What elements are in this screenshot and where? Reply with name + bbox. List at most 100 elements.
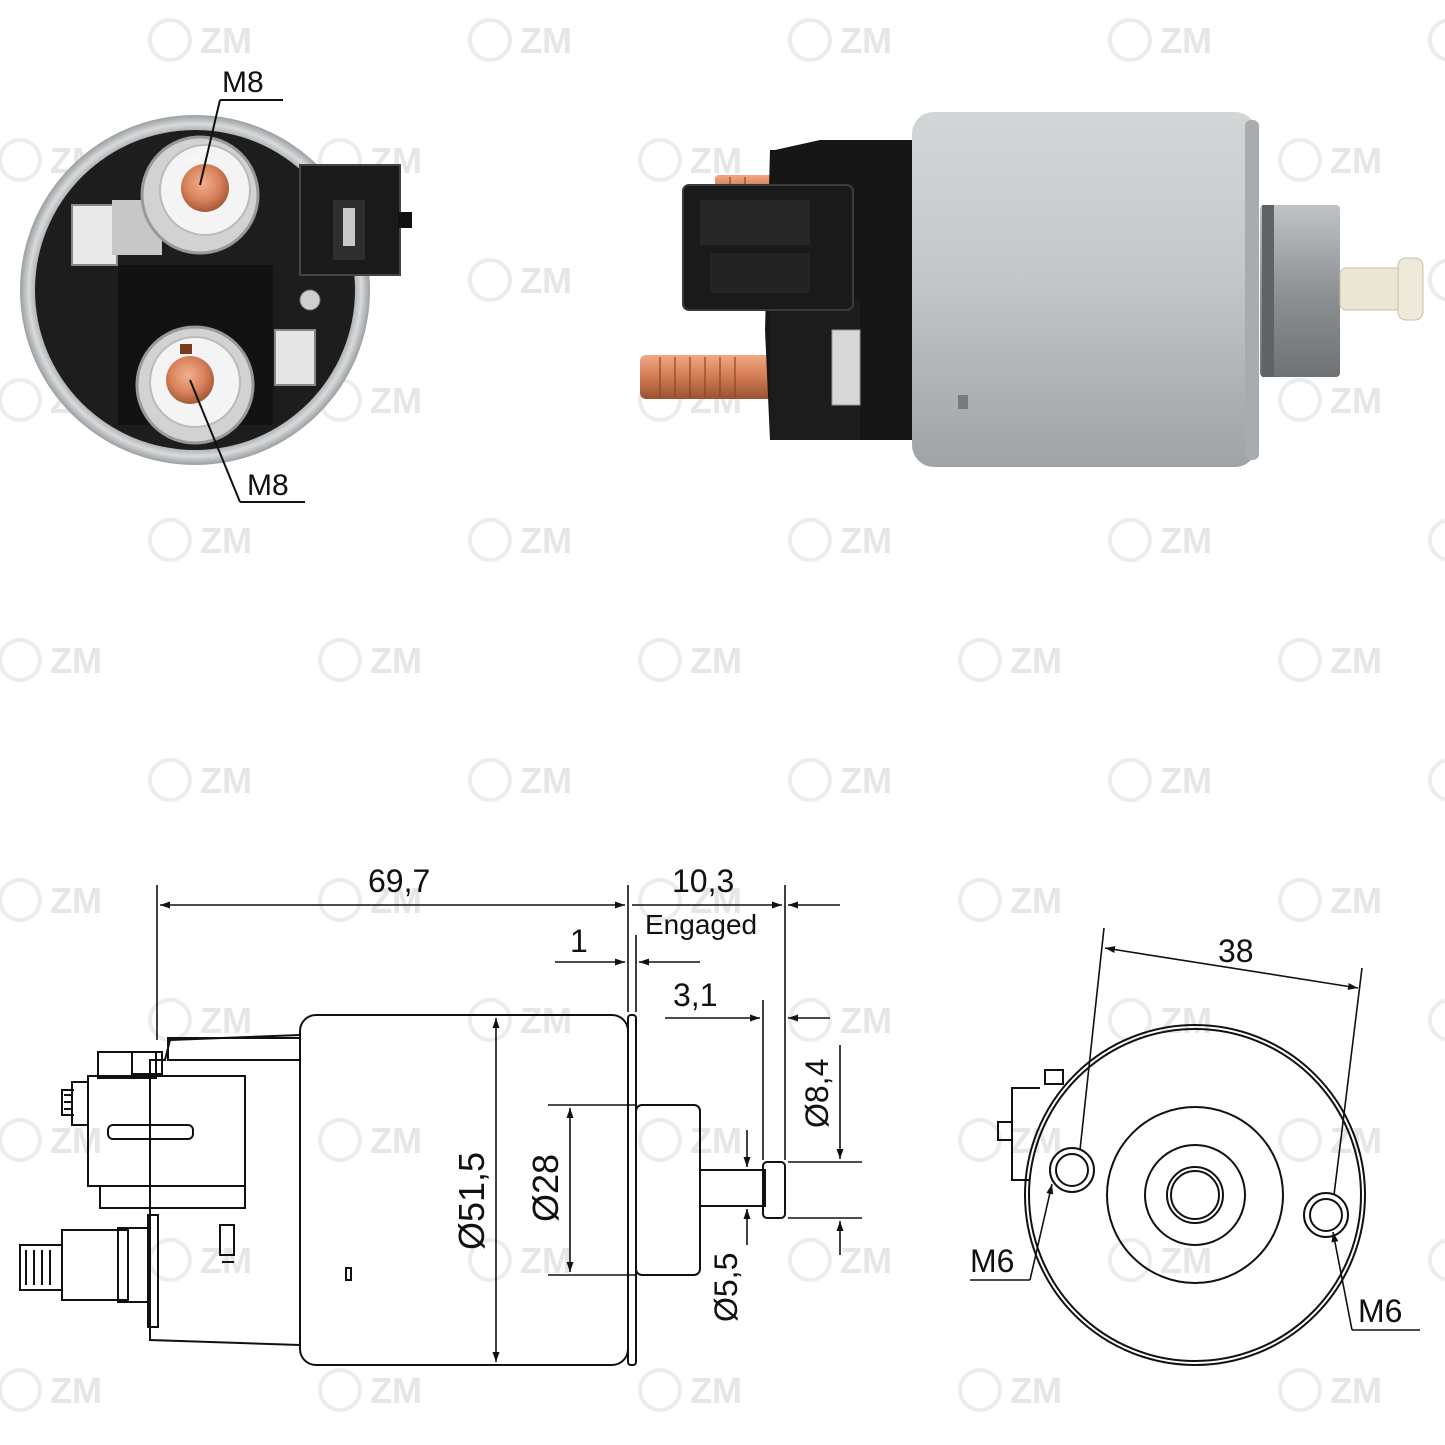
watermark-mark: ZM [1278, 1368, 1382, 1412]
watermark-mark: ZM [318, 1368, 422, 1412]
watermark-text: ZM [50, 1120, 102, 1161]
watermark-text: ZM [1330, 1370, 1382, 1411]
watermark-mark: ZM [1428, 258, 1445, 302]
watermark-mark: ZM [1108, 998, 1212, 1042]
watermark-text: ZM [200, 1240, 252, 1281]
steel-can-icon [912, 112, 1257, 467]
watermark-mark: ZM [1428, 1238, 1445, 1282]
watermark-text: ZM [1160, 520, 1212, 561]
watermark-mark: ZM [318, 1118, 422, 1162]
watermark-mark: ZM [1278, 138, 1382, 182]
watermark-mark: ZM [1428, 758, 1445, 802]
watermark-mark: ZM [148, 1238, 252, 1282]
watermark-mark: ZM [638, 1368, 742, 1412]
watermark-text: ZM [690, 1120, 742, 1161]
watermark-text: ZM [1010, 1370, 1062, 1411]
dim-body-diameter: Ø51,5 [451, 1152, 492, 1250]
watermark-text: ZM [200, 760, 252, 801]
watermark-mark: ZM [1108, 518, 1212, 562]
watermark-mark: ZM [0, 638, 102, 682]
dim-hole-spacing: 38 [1218, 933, 1254, 969]
watermark-mark: ZM [638, 878, 742, 922]
watermark-mark: ZM [788, 518, 892, 562]
end-outline [1024, 1024, 1366, 1366]
watermark-mark: ZM [788, 998, 892, 1042]
watermark-text: ZM [1010, 880, 1062, 921]
watermark-mark: ZM [958, 1368, 1062, 1412]
watermark-mark: ZM [1278, 878, 1382, 922]
callout-top-label: M8 [222, 66, 264, 99]
watermark-mark: ZM [0, 1118, 102, 1162]
watermark-text: ZM [690, 640, 742, 681]
watermark-text: ZM [1010, 1120, 1062, 1161]
watermark-mark: ZM [468, 18, 572, 62]
watermark-mark: ZM [958, 638, 1062, 682]
dimension-labels-side: 69,7 10,3 Engaged 1 3,1 Ø51,5 Ø28 Ø8,4 Ø… [368, 863, 835, 1322]
watermark-mark: ZM [0, 1368, 102, 1412]
watermark-text: ZM [370, 380, 422, 421]
watermark-mark: ZM [958, 878, 1062, 922]
watermark-text: ZM [840, 520, 892, 561]
watermark-text: ZM [370, 880, 422, 921]
photo-end-view: M8 M8 [20, 66, 412, 503]
watermark-text: ZM [370, 1370, 422, 1411]
dim-travel-note: Engaged [645, 909, 757, 940]
watermark-mark: ZM [148, 518, 252, 562]
dim-hole-right: M6 [1358, 1293, 1402, 1329]
watermark-mark: ZM [1428, 998, 1445, 1042]
watermark-text: ZM [50, 1370, 102, 1411]
watermark-text: ZM [1160, 1000, 1212, 1041]
dim-boss-diameter: Ø28 [525, 1154, 566, 1222]
plunger-icon [1339, 267, 1403, 311]
callout-bottom-label: M8 [247, 469, 289, 502]
watermark-text: ZM [520, 20, 572, 61]
dim-plunger-shaft-diameter: Ø5,5 [708, 1253, 744, 1322]
photo-side-view [640, 112, 1424, 467]
watermark-mark: ZM [318, 638, 422, 682]
dim-flange-gap: 1 [570, 923, 588, 959]
watermark-mark: ZM [468, 758, 572, 802]
watermark-text: ZM [690, 880, 742, 921]
watermark-mark: ZM [638, 138, 742, 182]
watermark-mark: ZM [468, 518, 572, 562]
watermark-text: ZM [200, 520, 252, 561]
watermark-mark: ZM [638, 638, 742, 682]
watermark-mark: ZM [318, 378, 422, 422]
watermark-text: ZM [200, 1000, 252, 1041]
watermark-text: ZM [370, 640, 422, 681]
watermark-text: ZM [1010, 640, 1062, 681]
watermark-text: ZM [840, 1240, 892, 1281]
watermark-text: ZM [520, 1000, 572, 1041]
watermark-text: ZM [1330, 880, 1382, 921]
watermark-text: ZM [690, 140, 742, 181]
watermark-mark: ZM [1108, 758, 1212, 802]
drawing-side-view [19, 1014, 786, 1366]
watermark-text: ZM [520, 760, 572, 801]
watermark-text: ZM [50, 640, 102, 681]
dim-travel: 10,3 [672, 863, 734, 899]
watermark-text: ZM [520, 520, 572, 561]
watermark-text: ZM [50, 880, 102, 921]
watermark-text: ZM [1330, 380, 1382, 421]
watermark-mark: ZM [318, 878, 422, 922]
hole-left-icon [1049, 1147, 1095, 1193]
watermark-text: ZM [520, 260, 572, 301]
watermark-mark: ZM [1428, 518, 1445, 562]
watermark-mark: ZM [148, 998, 252, 1042]
dimension-labels-end: 38 M6 M6 [970, 933, 1402, 1329]
watermark-text: ZM [1160, 20, 1212, 61]
watermark-mark: ZM [468, 998, 572, 1042]
watermark-mark: ZM [1428, 18, 1445, 62]
watermark-mark: ZM [638, 1118, 742, 1162]
dim-overall-length: 69,7 [368, 863, 430, 899]
watermark-mark: ZM [148, 18, 252, 62]
watermark-mark: ZM [0, 878, 102, 922]
watermark-text: ZM [520, 1240, 572, 1281]
dimensions-end [970, 927, 1420, 1331]
hole-right-icon [1303, 1192, 1349, 1238]
watermark-mark: ZM [788, 1238, 892, 1282]
dim-plunger-offset: 3,1 [673, 977, 717, 1013]
watermark-text: ZM [1160, 760, 1212, 801]
watermark-mark: ZM [1108, 18, 1212, 62]
